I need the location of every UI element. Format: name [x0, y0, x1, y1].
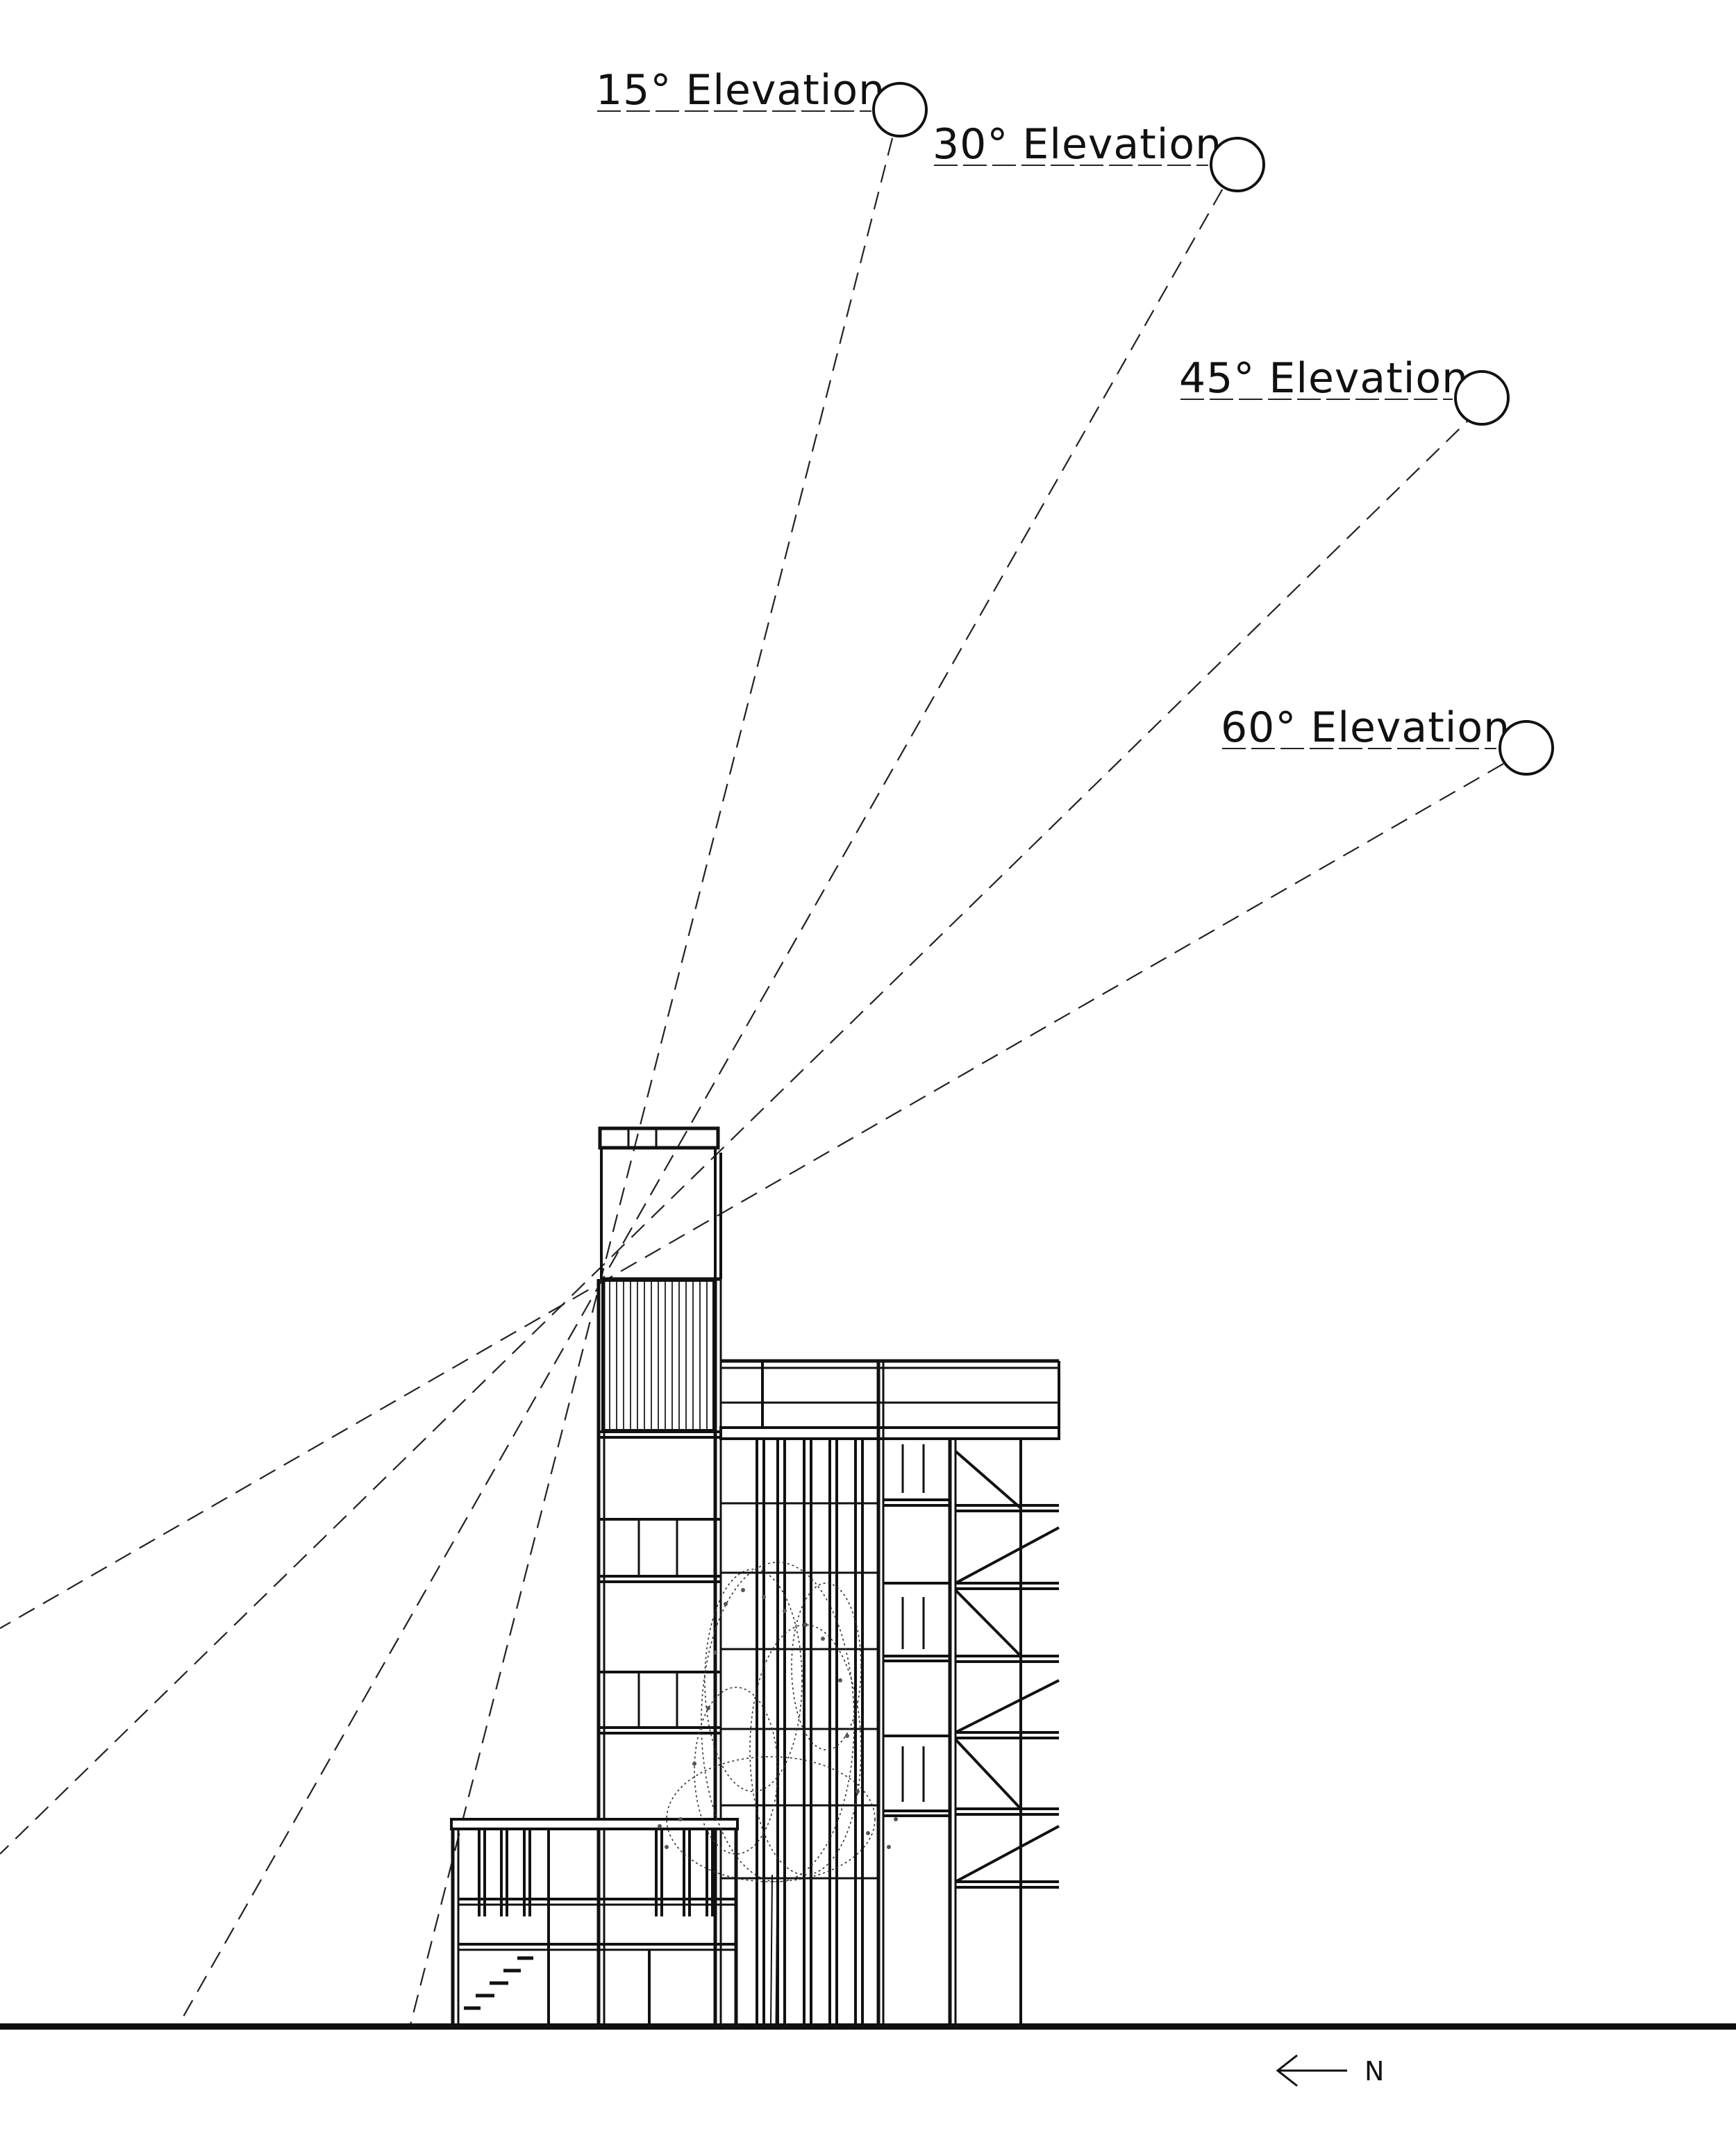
- sun-marker-45: 45° Elevation: [1179, 354, 1510, 426]
- sun-marker-30: 30° Elevation: [933, 120, 1265, 192]
- tower: [596, 1126, 722, 2026]
- sun-label-45: 45° Elevation: [1179, 354, 1469, 403]
- north-arrow: N: [1276, 2054, 1384, 2087]
- sun-icon: [1454, 370, 1510, 426]
- sun-marker-60: 60° Elevation: [1221, 703, 1554, 776]
- sun-ray-15: [408, 110, 901, 2028]
- sun-label-60: 60° Elevation: [1221, 703, 1510, 752]
- sun-marker-15: 15° Elevation: [596, 66, 928, 137]
- sun-ray-30: [176, 165, 1237, 2028]
- sun-icon: [872, 82, 928, 137]
- right-frame: [948, 1361, 1060, 2026]
- sun-icon: [1499, 720, 1554, 776]
- sun-rays: [0, 110, 1504, 2028]
- tree: [658, 1562, 898, 2027]
- sun-ray-60: [0, 763, 1504, 1629]
- pavilion: [450, 1818, 739, 2026]
- sun-label-15: 15° Elevation: [596, 66, 885, 115]
- middle-block: [719, 1359, 1060, 2026]
- sun-ray-45: [0, 409, 1480, 1855]
- sun-icon: [1210, 137, 1265, 192]
- sun-label-30: 30° Elevation: [933, 120, 1222, 169]
- stair: [464, 1956, 533, 2010]
- building-section: [450, 1126, 1060, 2027]
- north-label: N: [1364, 2056, 1384, 2087]
- ground-line: [0, 2023, 1736, 2030]
